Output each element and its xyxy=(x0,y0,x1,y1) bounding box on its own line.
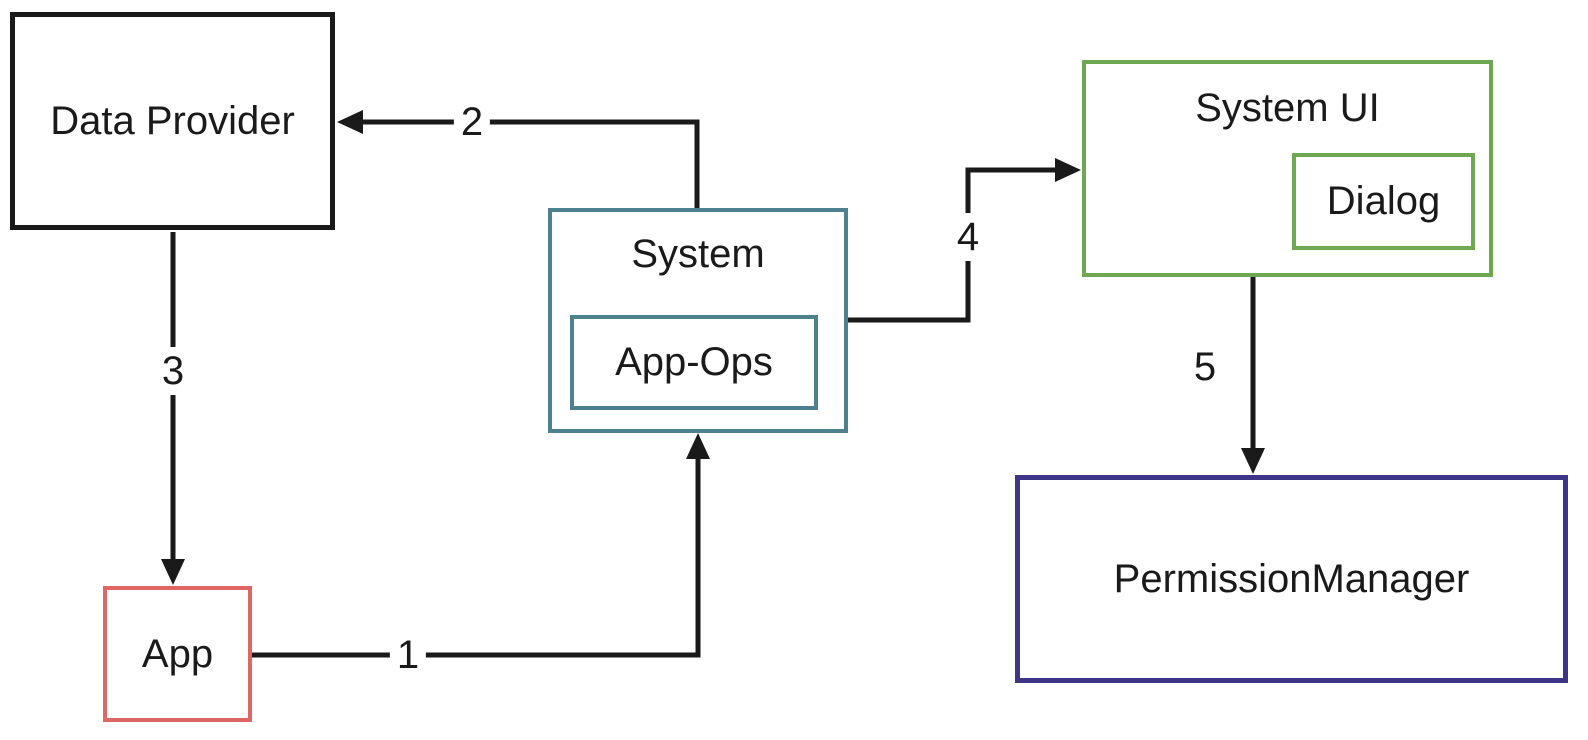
arrow-3-head xyxy=(161,559,185,585)
arrow-2-head xyxy=(337,110,363,134)
app-label: App xyxy=(141,631,214,676)
arrow-label-1: 1 xyxy=(389,631,427,679)
arrow-1-head xyxy=(686,433,710,459)
system-ui-box: System UI Dialog xyxy=(1082,60,1493,277)
arrow-4-head xyxy=(1055,158,1081,182)
app-ops-label: App-Ops xyxy=(615,340,773,384)
permission-manager-label: PermissionManager xyxy=(1113,556,1470,601)
dialog-box: Dialog xyxy=(1292,153,1475,250)
system-ui-label: System UI xyxy=(1195,86,1380,130)
dialog-label: Dialog xyxy=(1326,179,1441,223)
arrow-label-3: 3 xyxy=(154,347,192,395)
system-label: System xyxy=(631,232,765,276)
app-ops-box: App-Ops xyxy=(570,315,818,410)
system-box: System App-Ops xyxy=(548,208,848,433)
arrow-label-2: 2 xyxy=(453,98,491,146)
arrow-5-head xyxy=(1241,448,1265,474)
data-provider-label: Data Provider xyxy=(50,98,295,143)
data-provider-box: Data Provider xyxy=(10,12,335,230)
arrow-label-4: 4 xyxy=(949,213,987,261)
arrow-2-line xyxy=(362,119,700,208)
app-box: App xyxy=(103,586,252,722)
permission-manager-box: PermissionManager xyxy=(1015,475,1568,683)
arrow-label-5: 5 xyxy=(1186,343,1224,391)
arrow-1-line xyxy=(252,458,701,658)
